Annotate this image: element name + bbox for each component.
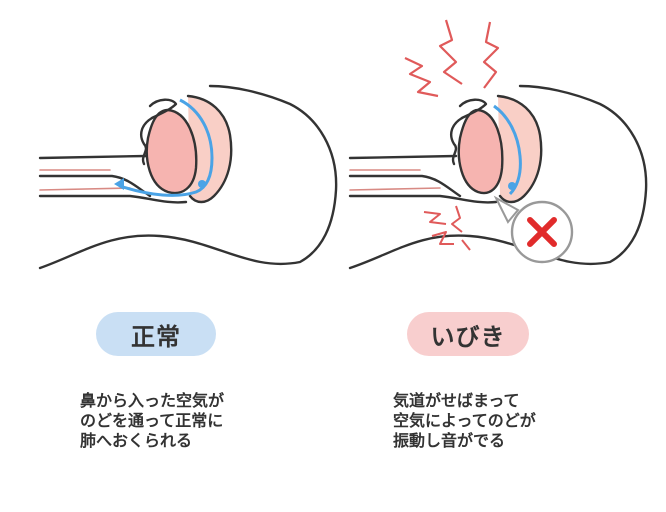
airflow-arrow-icon xyxy=(493,104,522,196)
airflow-arrow-icon xyxy=(114,98,214,197)
blocked-cross-icon xyxy=(493,195,574,264)
description-line: のどを通って正常に xyxy=(80,411,224,430)
description-line: 振動し音がでる xyxy=(393,431,506,450)
normal-badge: 正常 xyxy=(96,312,216,356)
description-line: 鼻から入った空気が xyxy=(80,391,225,410)
description-line: 空気によってのどが xyxy=(393,411,536,430)
snore-badge: いびき xyxy=(407,312,529,356)
normal-description: 鼻から入った空気が のどを通って正常に 肺へおくられる xyxy=(80,391,224,451)
description-line: 気道がせばまって xyxy=(393,391,520,410)
vibration-mark-icon xyxy=(423,205,471,251)
snore-head-diagram xyxy=(348,84,648,270)
snore-description: 気道がせばまって 空気によってのどが 振動し音がでる xyxy=(393,391,536,451)
normal-head-diagram xyxy=(38,84,338,270)
description-line: 肺へおくられる xyxy=(80,431,193,450)
vibration-mark-icon xyxy=(404,19,500,98)
